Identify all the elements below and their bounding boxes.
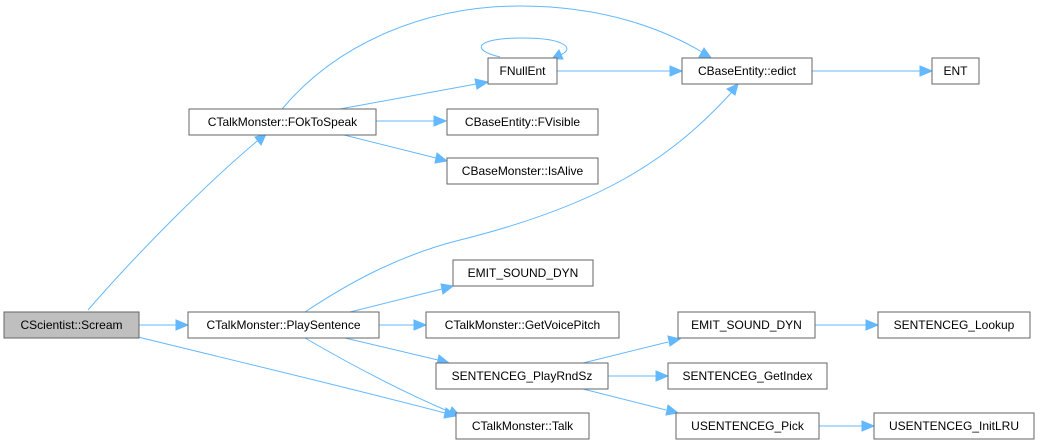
node-cbaseentity-fvisible[interactable]: CBaseEntity::FVisible (446, 108, 599, 136)
svg-text:CBaseMonster::IsAlive: CBaseMonster::IsAlive (462, 164, 584, 178)
svg-text:CScientist::Scream: CScientist::Scream (20, 318, 122, 332)
svg-text:CTalkMonster::Talk: CTalkMonster::Talk (472, 419, 574, 433)
svg-text:USENTENCEG_InitLRU: USENTENCEG_InitLRU (889, 419, 1019, 433)
node-emit-sound-dyn-1[interactable]: EMIT_SOUND_DYN (452, 259, 594, 287)
svg-text:EMIT_SOUND_DYN: EMIT_SOUND_DYN (691, 318, 802, 332)
edge-playsentence-edict (304, 83, 739, 313)
node-cbasemonster-isalive[interactable]: CBaseMonster::IsAlive (446, 157, 599, 185)
svg-text:FNullEnt: FNullEnt (499, 64, 546, 78)
edge-pick-initlru (819, 420, 876, 432)
svg-text:SENTENCEG_Lookup: SENTENCEG_Lookup (894, 318, 1015, 332)
svg-text:ENT: ENT (944, 64, 969, 78)
node-fnullent[interactable]: FNullEnt (487, 57, 558, 85)
node-emit-sound-dyn-2[interactable]: EMIT_SOUND_DYN (677, 311, 816, 339)
node-usentenceg-initlru[interactable]: USENTENCEG_InitLRU (873, 412, 1035, 440)
edge-playrndsz-emit2 (582, 335, 682, 364)
node-sentenceg-playrndsz[interactable]: SENTENCEG_PlayRndSz (435, 362, 609, 390)
edge-foktospeak-fnullent (339, 78, 490, 110)
edge-scream-foktospeak (87, 133, 267, 311)
svg-text:USENTENCEG_Pick: USENTENCEG_Pick (691, 419, 805, 433)
svg-text:CTalkMonster::FOkToSpeak: CTalkMonster::FOkToSpeak (208, 115, 358, 129)
svg-text:EMIT_SOUND_DYN: EMIT_SOUND_DYN (468, 266, 579, 280)
edge-fnullent-self (480, 37, 568, 60)
edge-playsentence-getvoicepitch (379, 319, 428, 331)
svg-text:SENTENCEG_PlayRndSz: SENTENCEG_PlayRndSz (452, 369, 593, 383)
node-sentenceg-getindex[interactable]: SENTENCEG_GetIndex (667, 362, 828, 390)
edge-edict-ent (812, 65, 934, 77)
node-ctalkmonster-playsentence[interactable]: CTalkMonster::PlaySentence (187, 311, 380, 339)
edge-scream-talk (137, 336, 458, 419)
svg-text:CBaseEntity::edict: CBaseEntity::edict (698, 64, 797, 78)
svg-text:CTalkMonster::PlaySentence: CTalkMonster::PlaySentence (206, 318, 360, 332)
node-usentenceg-pick[interactable]: USENTENCEG_Pick (675, 412, 820, 440)
edge-playrndsz-getindex (608, 370, 670, 382)
svg-text:SENTENCEG_GetIndex: SENTENCEG_GetIndex (682, 369, 812, 383)
edge-foktospeak-isalive (339, 133, 449, 164)
svg-text:CBaseEntity::FVisible: CBaseEntity::FVisible (465, 115, 580, 129)
edge-fnullent-edict (557, 65, 684, 77)
edge-playsentence-emit1 (349, 283, 455, 313)
edge-playsentence-playrndsz (344, 337, 451, 366)
node-ctalkmonster-getvoicepitch[interactable]: CTalkMonster::GetVoicePitch (425, 311, 620, 339)
node-cbaseentity-edict[interactable]: CBaseEntity::edict (681, 57, 813, 85)
edge-scream-playsentence (139, 319, 190, 331)
edge-playrndsz-pick (582, 388, 680, 416)
node-ctalkmonster-foktospeak[interactable]: CTalkMonster::FOkToSpeak (188, 108, 377, 136)
node-cscientist-scream[interactable]: CScientist::Scream (3, 311, 140, 339)
edge-emit2-lookup (815, 319, 880, 331)
svg-text:CTalkMonster::GetVoicePitch: CTalkMonster::GetVoicePitch (445, 318, 600, 332)
node-ctalkmonster-talk[interactable]: CTalkMonster::Talk (455, 412, 590, 440)
edge-foktospeak-fvisible (376, 115, 448, 127)
node-ent[interactable]: ENT (931, 57, 980, 85)
node-sentenceg-lookup[interactable]: SENTENCEG_Lookup (877, 311, 1031, 339)
